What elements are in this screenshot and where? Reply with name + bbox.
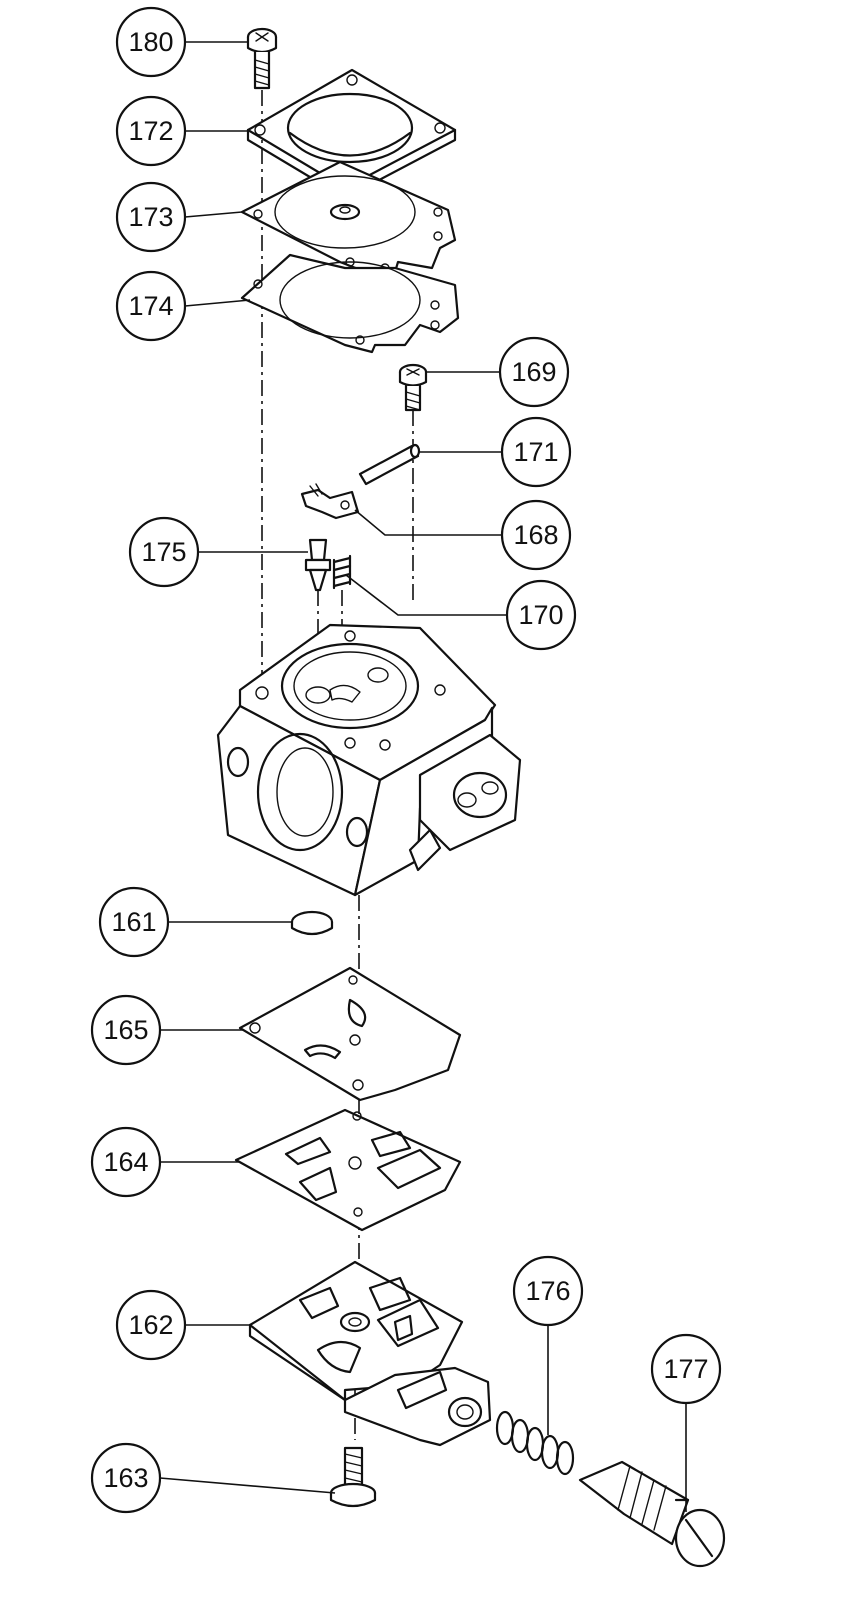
callout-165: 165 [90, 994, 162, 1066]
part-163-screw [329, 1446, 377, 1508]
part-170-spring [332, 554, 352, 590]
callout-163: 163 [90, 1442, 162, 1514]
part-162-cover [248, 1260, 492, 1447]
callout-164: 164 [90, 1126, 162, 1198]
callout-176: 176 [512, 1255, 584, 1327]
part-176-spring [495, 1410, 575, 1476]
callout-label: 172 [128, 116, 173, 146]
callout-175: 175 [128, 516, 200, 588]
callout-161: 161 [98, 886, 170, 958]
callout-label: 169 [511, 357, 556, 387]
callout-174: 174 [115, 270, 187, 342]
callout-162: 162 [115, 1289, 187, 1361]
part-174-gasket [240, 253, 460, 354]
part-168-lever [300, 483, 360, 520]
callout-173: 173 [115, 181, 187, 253]
callout-168: 168 [500, 499, 572, 571]
callout-label: 176 [525, 1276, 570, 1306]
callout-label: 161 [111, 907, 156, 937]
carburetor-body [216, 623, 522, 897]
callout-label: 171 [513, 437, 558, 467]
callout-180: 180 [115, 6, 187, 78]
callout-172: 172 [115, 95, 187, 167]
callout-label: 170 [518, 600, 563, 630]
leader-lines [159, 41, 687, 1512]
callout-label: 168 [513, 520, 558, 550]
callout-169: 169 [498, 336, 570, 408]
callout-label: 164 [103, 1147, 148, 1177]
part-177-adjusting-screw [578, 1460, 726, 1568]
part-173-diaphragm [240, 160, 457, 284]
part-171-pin [358, 443, 421, 486]
callout-label: 162 [128, 1310, 173, 1340]
callout-label: 165 [103, 1015, 148, 1045]
callout-label: 180 [128, 27, 173, 57]
callout-label: 174 [128, 291, 173, 321]
part-165-diaphragm [238, 966, 462, 1102]
part-169-screw [398, 363, 428, 412]
callout-177: 177 [650, 1333, 722, 1405]
callout-171: 171 [500, 416, 572, 488]
callout-label: 163 [103, 1463, 148, 1493]
part-175-needle [304, 538, 332, 592]
part-161-plug [290, 910, 334, 936]
callout-label: 173 [128, 202, 173, 232]
callout-label: 177 [663, 1354, 708, 1384]
part-180-screw [246, 27, 278, 90]
callout-170: 170 [505, 579, 577, 651]
callout-label: 175 [141, 537, 186, 567]
part-164-gasket [234, 1108, 462, 1232]
